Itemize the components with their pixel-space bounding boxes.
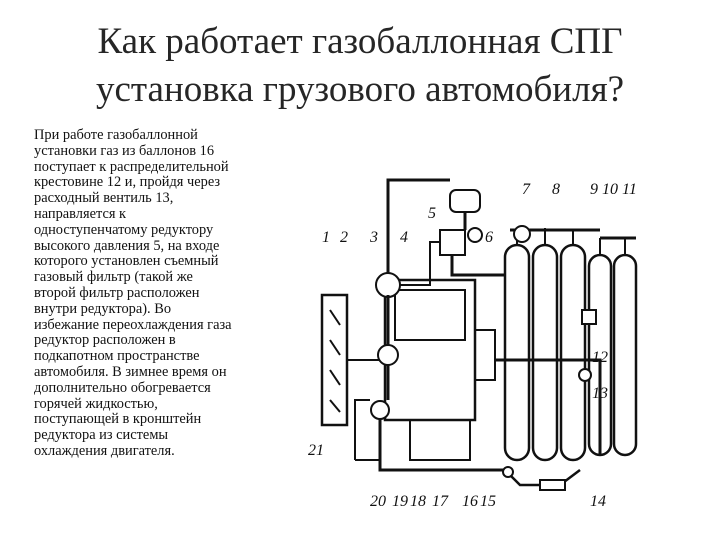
title-line-1: Как работает газобаллонная СПГ: [97, 21, 623, 62]
gas-cylinder: [503, 243, 531, 462]
text-line: поступающей в кронштейн: [34, 411, 202, 428]
text-line: автомобиля. В зимнее время он: [34, 363, 227, 380]
label-19: 19: [392, 493, 408, 510]
label-11: 11: [622, 181, 637, 198]
text-line: редуктора из системы: [34, 427, 169, 444]
description-text: При работе газобаллонной установки газ и…: [34, 127, 286, 460]
high-pressure-reducer: [439, 229, 466, 256]
engine-block: [383, 278, 496, 461]
label-13: 13: [592, 385, 608, 402]
slide-title: Как работает газобаллонная СПГ установка…: [40, 18, 680, 114]
distribution-cross: [581, 309, 597, 325]
text-line: второй фильтр расположен: [34, 284, 200, 301]
text-line: направляется к: [34, 205, 127, 222]
title-line-2: установка грузового автомобиля?: [95, 69, 625, 110]
label-17: 17: [432, 493, 449, 510]
gas-cylinder: [531, 243, 559, 462]
label-10: 10: [602, 181, 618, 198]
label-16: 16: [462, 493, 478, 510]
text-line: редуктор расположен в: [34, 332, 176, 349]
text-line: расходный вентиль 13,: [34, 190, 174, 207]
text-line: крестовине 12 и, пройдя через: [34, 174, 221, 191]
text-line: газовый фильтр (такой же: [34, 269, 193, 286]
text-line: которого установлен съемный: [34, 253, 219, 270]
label-7: 7: [522, 181, 531, 198]
consumption-valve: [578, 368, 592, 382]
heater-icon: [370, 400, 390, 420]
label-21: 21: [308, 442, 324, 459]
radiator: [320, 293, 385, 427]
text-line: установки газ из баллонов 16: [34, 142, 215, 159]
label-15: 15: [480, 493, 496, 510]
text-line: охлаждения двигателя.: [34, 442, 175, 459]
label-14: 14: [590, 493, 606, 510]
label-2: 2: [340, 229, 348, 246]
gas-cylinder: [612, 253, 638, 457]
gas-cylinder: [559, 243, 587, 462]
label-20: 20: [370, 493, 386, 510]
pressure-gauge-icon: [513, 225, 531, 243]
label-9: 9: [590, 181, 598, 198]
text-line: подкапотном пространстве: [34, 348, 200, 365]
text-line: При работе газобаллонной: [34, 127, 198, 143]
text-line: внутри редуктора). Во: [34, 300, 172, 317]
label-18: 18: [410, 493, 426, 510]
diagram-svg: 1 2 3 4 5 6 7 8 9 10 11 12 13 14 15 16 1…: [308, 178, 638, 510]
text-line: горячей жидкостью,: [34, 395, 158, 412]
label-8: 8: [552, 181, 560, 198]
label-1: 1: [322, 229, 330, 246]
lpg-system-diagram: 1 2 3 4 5 6 7 8 9 10 11 12 13 14 15 16 1…: [300, 150, 640, 520]
text-line: одноступенчатому редуктору: [34, 221, 214, 238]
label-6: 6: [485, 229, 493, 246]
reducer-icon: [377, 344, 399, 366]
label-3: 3: [369, 229, 378, 246]
label-5: 5: [428, 205, 436, 222]
mixer-icon: [375, 272, 401, 298]
text-line: поступает к распределительной: [34, 158, 229, 175]
label-12: 12: [592, 349, 608, 366]
text-line: избежание переохлаждения газа: [34, 316, 232, 333]
text-line: высокого давления 5, на входе: [34, 237, 220, 254]
text-line: дополнительно обогревается: [34, 379, 211, 396]
label-4: 4: [400, 229, 408, 246]
filter-icon: [449, 189, 481, 213]
